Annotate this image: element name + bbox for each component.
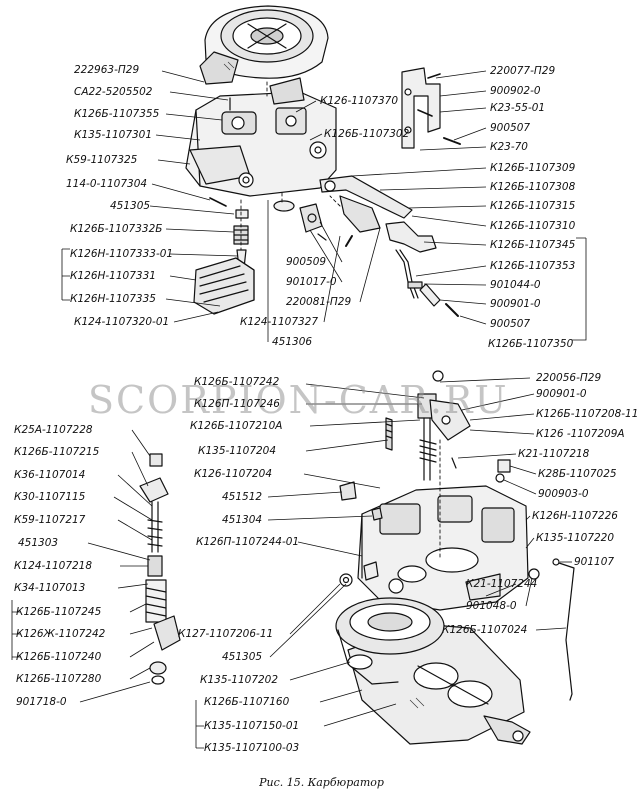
part-label: 114-0-1107304: [66, 178, 148, 190]
part-label: К135-1107204: [198, 445, 277, 457]
part-label: К126Б-1107302: [324, 128, 410, 140]
part-label: К124-1107327: [240, 316, 319, 328]
part-label: К135-1107150-01: [204, 720, 300, 732]
flange-gasket: [335, 597, 445, 685]
part-label: К25А-1107228: [14, 424, 93, 436]
part-label: К126П-1107246: [194, 398, 280, 410]
part-label: 220056-П29: [536, 372, 602, 384]
part-label: К126Б-1107240: [16, 651, 102, 663]
part-label: 900902-0: [490, 85, 541, 97]
part-label: К23-55-01: [490, 102, 546, 114]
needle-valve: [273, 200, 327, 241]
part-label: 222963-П29: [74, 64, 140, 76]
part-label: 451306: [272, 336, 313, 348]
part-label: 451512: [222, 491, 263, 503]
air-horn-cover: [199, 5, 329, 85]
part-label: 900903-0: [538, 488, 589, 500]
part-label: К59-1107325: [66, 154, 138, 166]
part-label: К126-1107370: [320, 95, 399, 107]
part-label: К135-1107202: [200, 674, 279, 686]
choke-bracket: [401, 67, 461, 149]
part-label: К36-1107014: [14, 469, 86, 481]
part-label: 451304: [222, 514, 263, 526]
part-label: К126Б-1107353: [490, 260, 576, 272]
part-label: К126Б-1107208-11: [536, 408, 639, 420]
top-body: [185, 77, 337, 197]
part-label: 900509: [286, 256, 327, 268]
part-label: 451305: [110, 200, 151, 212]
part-label: К23-70: [490, 141, 528, 153]
part-label: К124-1107320-01: [74, 316, 170, 328]
leader-lines: [11, 70, 587, 749]
jets: [339, 370, 511, 587]
choke-wire: [528, 558, 575, 701]
part-label: К126Б-1107350: [488, 338, 574, 350]
part-label: К126Б-1107355: [74, 108, 160, 120]
part-label: К126Б-1107315: [490, 200, 576, 212]
part-label: К126Б-1107242: [194, 376, 280, 388]
part-label: К126Б-1107308: [490, 181, 576, 193]
part-label: К126П-1107244-01: [196, 536, 300, 548]
part-label: 451305: [222, 651, 263, 663]
part-label: К126Б-1107309: [490, 162, 576, 174]
watermark: SCORPION-CAR.RU: [88, 378, 509, 422]
float-chamber-body: [357, 485, 529, 611]
part-label: К135-1107100-03: [204, 742, 300, 754]
part-label: 900901-0: [536, 388, 587, 400]
part-label: К126Н-1107226: [532, 510, 618, 522]
part-label: К126-1107204: [194, 468, 273, 480]
part-label: 451303: [18, 537, 59, 549]
part-label: К21-1107218: [518, 448, 590, 460]
part-label: 900507: [490, 122, 531, 134]
part-label: К126Б-1107245: [16, 606, 102, 618]
part-label: СА22-5205502: [74, 86, 153, 98]
part-label: К21-1107244: [466, 578, 538, 590]
part-label: К126Ж-1107242: [16, 628, 106, 640]
part-label: К126Б-1107215: [14, 446, 100, 458]
part-label: К28Б-1107025: [538, 468, 617, 480]
part-label: К126Н-1107331: [70, 270, 156, 282]
float: [193, 257, 255, 315]
part-label: 220077-П29: [490, 65, 556, 77]
pump-piston: [385, 393, 471, 561]
part-label: К124-1107218: [14, 560, 93, 572]
part-label: 901044-0: [490, 279, 541, 291]
part-label: К126Н-1107335: [70, 293, 156, 305]
part-label: К135-1107220: [536, 532, 615, 544]
part-label: 220081-П29: [286, 296, 352, 308]
part-label: 900901-0: [490, 298, 541, 310]
part-label: К34-1107013: [14, 582, 86, 594]
part-label: К126Б-1107310: [490, 220, 576, 232]
part-label: К126 -1107209А: [536, 428, 625, 440]
hatching: [223, 61, 425, 709]
part-label: К126Б-1107210А: [190, 420, 283, 432]
part-label: К30-1107115: [14, 491, 86, 503]
figure-caption: Рис. 15. Карбюратор: [259, 776, 384, 789]
part-label: К135-1107301: [74, 129, 153, 141]
idle-column: [139, 453, 181, 685]
top-small-parts: [209, 197, 249, 269]
top-axis-lines: [240, 81, 341, 251]
part-label: 900507: [490, 318, 531, 330]
part-label: К126Б-1107280: [16, 673, 102, 685]
part-label: 901017-0: [286, 276, 337, 288]
part-label: 901048-0: [466, 600, 517, 612]
part-label: К126Б-1107160: [204, 696, 290, 708]
part-label: К126Н-1107333-01: [70, 248, 174, 260]
part-label: 901107: [574, 556, 615, 568]
part-label: К126Б-1107332Б: [70, 223, 163, 235]
part-label: К126Б-1107024: [442, 624, 528, 636]
part-label: К126Б-1107345: [490, 239, 576, 251]
part-label: К59-1107217: [14, 514, 86, 526]
part-label: К127-1107206-11: [178, 628, 274, 640]
part-label: 901718-0: [16, 696, 67, 708]
lever-system: [319, 175, 459, 317]
